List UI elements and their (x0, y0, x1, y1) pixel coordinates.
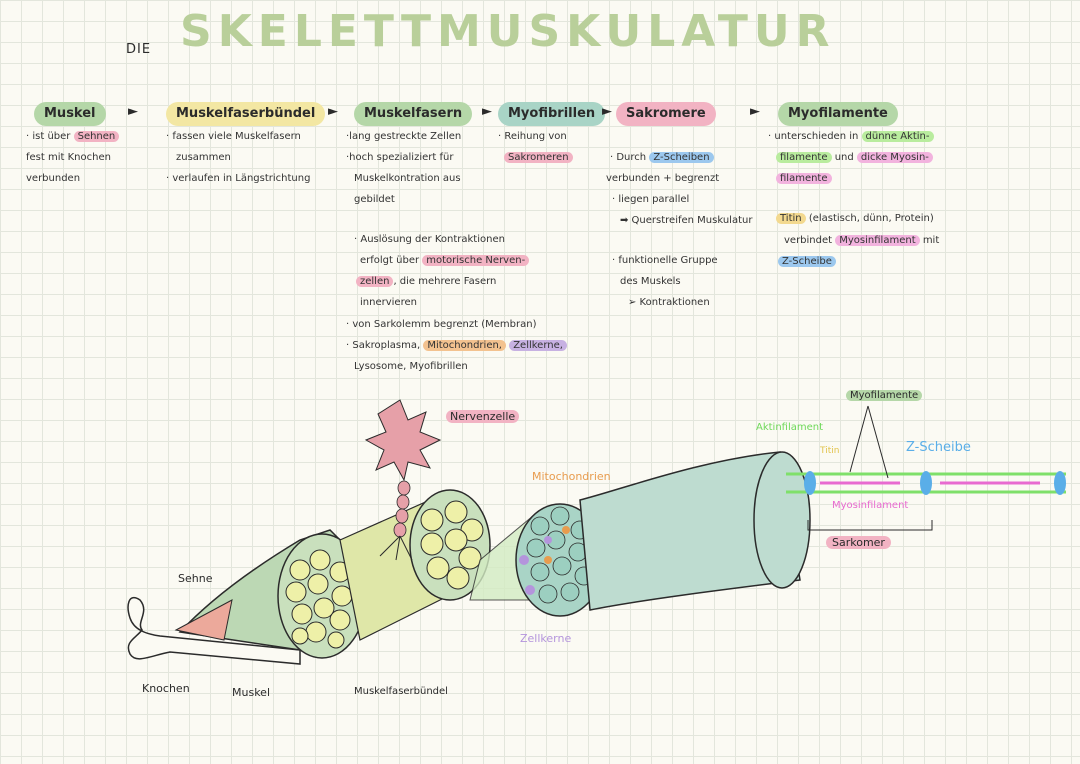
header-sakromere: Sakromere (616, 102, 716, 126)
sarcomere-cone-illustration (579, 451, 811, 611)
note-line: fest mit Knochen (26, 152, 111, 163)
header-muskelfasern: Muskelfasern (354, 102, 473, 126)
arrow-icon: ► (482, 104, 492, 119)
note-line: · Auslösung der Kontraktionen (354, 234, 505, 245)
highlight-myosinfilament: Myosinfilament (835, 235, 920, 246)
note-line: Muskelkontration aus (354, 173, 461, 184)
highlight-zellen: zellen (356, 276, 394, 287)
highlight-aktin: dünne Aktin- (861, 131, 934, 142)
arrow-icon: ► (602, 104, 612, 119)
highlight-motorische: motorische Nerven- (422, 255, 530, 266)
note-line: · Durch Z-Scheiben (610, 147, 714, 168)
note-line: verbunden (26, 173, 81, 184)
muscle-illustration (174, 529, 367, 659)
note-line: erfolgt über motorische Nerven- (360, 250, 530, 271)
note-line: verbindet Myosinfilament mit (784, 230, 939, 251)
note-line: · fassen viele Muskelfasern (166, 131, 301, 142)
highlight-filamente: filamente (776, 152, 832, 163)
highlight-myosin: dicke Myosin- (856, 152, 933, 163)
arrow-icon: ► (750, 104, 760, 119)
bone-illustration (127, 597, 301, 665)
page-title: SKELETTMUSKULATUR (180, 6, 836, 57)
note-text: , die mehrere Fasern (393, 276, 497, 287)
arrow-icon: ► (128, 104, 138, 119)
highlight-titin: Titin (776, 213, 806, 224)
label-muskel: Muskel (232, 686, 270, 699)
note-line: · Reihung von (498, 131, 567, 142)
note-text: verbindet (784, 235, 833, 246)
note-line: · funktionelle Gruppe (612, 255, 718, 266)
note-text: · Durch (610, 152, 647, 163)
note-line: · ist über Sehnen (26, 126, 120, 147)
note-line: · von Sarkolemm begrenzt (Membran) (346, 319, 537, 330)
highlight-sakromeren: Sakromeren (504, 152, 573, 163)
label-muskelfaserbuendel: Muskelfaserbündel (354, 686, 448, 697)
note-line: · liegen parallel (612, 194, 690, 205)
highlight-mitochondrien: Mitochondrien, (423, 340, 506, 351)
label-z-scheibe: Z-Scheibe (906, 440, 971, 455)
note-text: und (834, 152, 854, 163)
header-myofibrillen: Myofibrillen (498, 102, 606, 126)
highlight-zellkerne: Zellkerne, (509, 340, 567, 351)
note-line: Z-Scheibe (778, 251, 836, 272)
note-text: · Sakroplasma, (346, 340, 421, 351)
note-text: (elastisch, dünn, Protein) (808, 213, 934, 224)
note-line: filamente (776, 168, 832, 189)
label-titin: Titin (820, 446, 840, 456)
note-text: · ist über (26, 131, 71, 142)
note-line: Titin (elastisch, dünn, Protein) (776, 208, 934, 229)
label-mitochondrien: Mitochondrien (532, 470, 611, 483)
note-line: filamente und dicke Myosin- (776, 147, 933, 168)
note-line: zellen, die mehrere Fasern (356, 271, 496, 292)
header-muskel: Muskel (34, 102, 106, 126)
nerve-cell-illustration (364, 399, 442, 561)
label-sehne: Sehne (178, 572, 213, 585)
note-line: verbunden + begrenzt (606, 173, 720, 184)
label-nervenzelle: Nervenzelle (446, 410, 520, 423)
highlight-z-scheibe: Z-Scheibe (778, 256, 836, 267)
note-line: Lysosome, Myofibrillen (354, 361, 468, 372)
note-text: erfolgt über (360, 255, 420, 266)
note-text: mit (922, 235, 940, 246)
fiber-bundle-illustration (339, 489, 491, 641)
label-aktinfilament: Aktinfilament (756, 422, 824, 433)
note-line: Sakromeren (504, 147, 573, 168)
header-myofilamente: Myofilamente (778, 102, 898, 126)
highlight-z-scheiben: Z-Scheiben (649, 152, 714, 163)
note-line: des Muskels (620, 276, 681, 287)
title-prefix: DIE (126, 42, 152, 57)
header-muskelfaserbuendel: Muskelfaserbündel (166, 102, 326, 126)
note-line: ·hoch spezializiert für (346, 152, 454, 163)
note-line: · verlaufen in Längstrichtung (166, 173, 311, 184)
note-line: gebildet (354, 194, 395, 205)
myofilament-illustration (786, 405, 1066, 531)
label-zellkerne: Zellkerne (520, 632, 572, 645)
highlight-sehnen: Sehnen (73, 131, 120, 142)
note-line: · Sakroplasma, Mitochondrien, Zellkerne, (346, 335, 567, 356)
note-line: innervieren (360, 297, 417, 308)
highlight-filamente-2: filamente (776, 173, 832, 184)
note-line: · unterschieden in dünne Aktin- (768, 126, 934, 147)
note-line: zusammen (176, 152, 231, 163)
arrow-icon: ► (328, 104, 338, 119)
note-line: ➢ Kontraktionen (628, 297, 710, 308)
label-sarkomer: Sarkomer (826, 536, 891, 549)
note-text: · unterschieden in (768, 131, 859, 142)
note-line: ·lang gestreckte Zellen (346, 131, 462, 142)
label-myofilamente: Myofilamente (846, 390, 923, 401)
note-line: ➡ Querstreifen Muskulatur (620, 215, 753, 226)
label-knochen: Knochen (142, 682, 190, 695)
label-myosinfilament: Myosinfilament (832, 500, 909, 511)
